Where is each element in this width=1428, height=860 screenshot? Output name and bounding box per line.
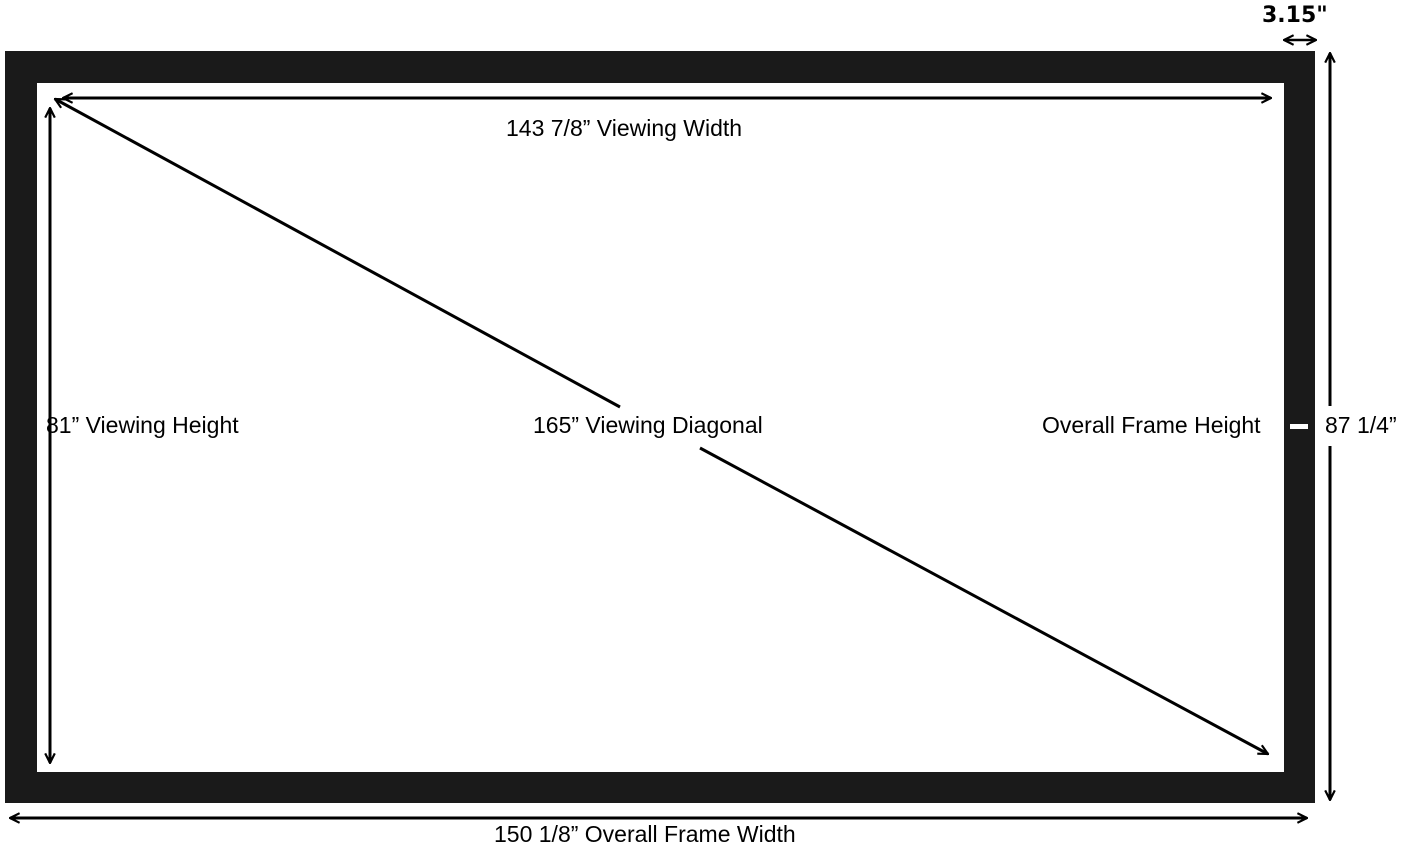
viewing-height-label: 81” Viewing Height: [46, 412, 239, 438]
overall-height-leader-dash: [1290, 424, 1308, 429]
frame-border-label: 3.15": [1262, 3, 1328, 28]
viewing-diagonal-label: 165” Viewing Diagonal: [533, 412, 763, 438]
overall-frame-height-value: 87 1/4”: [1325, 412, 1397, 438]
overall-frame-width-label: 150 1/8” Overall Frame Width: [494, 821, 796, 847]
viewing-area: [37, 83, 1284, 772]
viewing-width-label: 143 7/8” Viewing Width: [506, 115, 743, 141]
overall-frame-height-label: Overall Frame Height: [1042, 412, 1261, 438]
viewing-diagonal-arrow-upper: [55, 97, 621, 409]
viewing-diagonal-arrow-lower: [699, 446, 1268, 756]
